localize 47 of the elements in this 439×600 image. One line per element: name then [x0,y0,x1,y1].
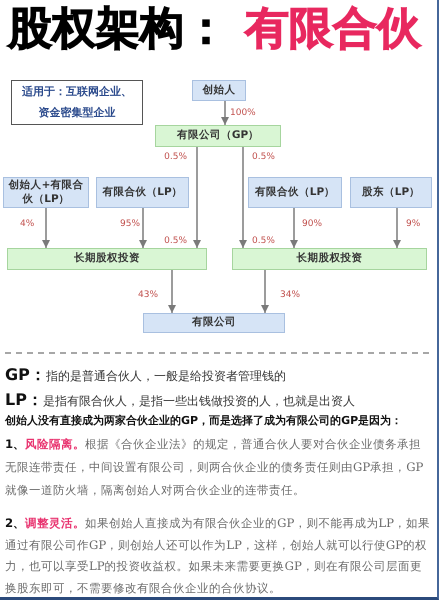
edge-label: 9% [406,218,420,230]
definition-text: LP：是指有限合伙人，是指一些出钱做投资的人，也就是出资人 [5,390,356,411]
entity-box [350,177,432,208]
box-label: 创始人+有限合伙（LP） [7,178,84,206]
arrow [393,208,401,248]
entity-box [155,125,281,147]
entity-box [96,177,189,208]
edge-label: 43% [138,290,158,300]
arrow [168,270,176,313]
box-label: 长期股权投资 [74,252,140,266]
entity-box [248,177,342,208]
entity-box [192,80,246,101]
box-label: 有限公司 [192,316,236,330]
title: 股权架构： [8,4,228,54]
entity-box [232,248,427,270]
arrow [239,147,247,248]
entity-box [143,313,285,333]
edge-label: 90% [302,218,322,230]
entity-box [7,248,207,270]
box-label: 有限公司（GP） [176,129,260,143]
arrow [221,101,229,125]
edge-label: 100% [230,108,256,118]
arrow [290,208,298,248]
paragraph: 2、调整灵活。如果创始人直接成为有限合伙企业的GP，则不能再成为LP，如果通过有限公司作GP，则创始人还可以作为LP，这样，创始人就可以行使GP的权力，也可以享受LP的投资收益权。如果未来需要更换GP，则在有限公司层面更换股东即可，不需要修改有限合伙企业的合伙协议。 [5,515,431,596]
paragraph: 1、风险隔离。根据《合伙企业法》的规定，普通合伙人要对合伙企业债务承担无限连带责任，中间设置有限公司，则两合伙企业的债务责任则由GP承担，GP就像一道防火墙，隔离创始人对两合伙企业的连带责任。 [5,436,424,499]
box-label: 有限合伙（LP） [102,186,183,200]
arrow [261,270,269,313]
box-label: 适用于：互联网企业、资金密集型企业 [21,84,133,120]
edge-label: 34% [280,290,300,300]
definition-text: GP：指的是普通合伙人，一般是给投资者管理钱的 [5,365,287,386]
percentage-label: 0.5% [252,236,275,247]
arrow [139,208,147,248]
title-highlight: 有限合伙 [245,4,421,54]
entity-box [3,177,89,208]
edge-label: 0.5% [252,152,275,162]
note-box [11,80,143,125]
edge-label: 0.5% [164,152,187,162]
edge-label: 95% [120,218,140,230]
arrow [42,208,50,248]
box-label: 股东（LP） [362,186,420,200]
edge-label: 4% [20,218,34,230]
box-label: 创始人 [202,84,236,98]
box-label: 有限合伙（LP） [254,186,336,200]
arrow [193,147,201,248]
heading-text: 创始人没有直接成为两家合伙企业的GP，而是选择了成为有限公司的GP是因为： [5,413,404,429]
percentage-label: 0.5% [164,236,187,247]
box-label: 长期股权投资 [296,252,362,266]
